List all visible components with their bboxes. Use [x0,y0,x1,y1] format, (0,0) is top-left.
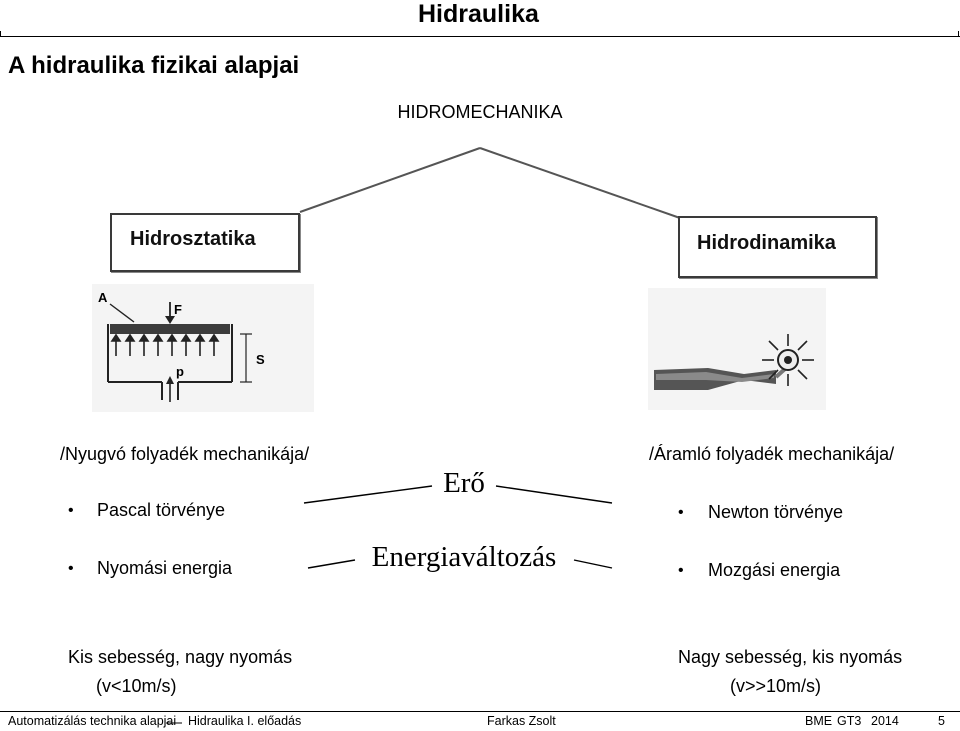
figure-label-a: A [98,290,108,305]
footer-divider [0,711,960,712]
left-item-nyomasi: Nyomási energia [97,558,233,578]
figure-label-s: S [256,352,265,367]
branch-right-line [479,147,681,219]
right-subtitle: /Áramló folyadék mechanikája/ [649,444,895,464]
hydrodynamics-figure [648,288,826,410]
diagram-root-label: HIDROMECHANIKA [397,102,563,122]
center-energiavaltozas: Energiaváltozás [371,541,557,573]
ero-left-line [303,485,433,504]
right-item-newton: Newton törvénye [708,502,844,522]
footer-separator [166,722,182,724]
header-tick-left [0,31,1,37]
figure-label-f: F [174,302,182,317]
left-note-line2: (v<10m/s) [96,676,177,696]
footer-author: Farkas Zsolt [487,714,556,728]
hidrosztatika-label: Hidrosztatika [130,228,256,250]
left-bullet-1: • [68,502,74,519]
right-item-mozgasi: Mozgási energia [708,560,841,580]
hidrosztatika-box: Hidrosztatika [110,213,300,272]
left-item-pascal: Pascal törvénye [97,500,226,520]
footer-institution: BME [805,714,833,728]
slide-header-title: Hidraulika [418,0,539,28]
hidrodinamika-label: Hidrodinamika [697,232,836,254]
figure-label-p: p [176,364,184,379]
footer-course: Automatizálás technika alapjai [8,714,177,728]
piston-cylinder-illustration: A F S p [98,290,265,402]
header-divider [0,36,960,37]
fluid-jet-illustration [654,334,814,390]
footer-year: 2014 [871,714,899,728]
energia-right-line [573,559,613,569]
footer-lecture: Hidraulika I. előadás [188,714,302,728]
section-title: A hidraulika fizikai alapjai [8,52,300,79]
left-subtitle: /Nyugvó folyadék mechanikája/ [60,444,310,464]
hidrodinamika-box: Hidrodinamika [678,216,877,278]
right-note-line2: (v>>10m/s) [730,676,822,696]
right-bullet-2: • [678,562,684,579]
left-note-line1: Kis sebesség, nagy nyomás [68,647,293,667]
right-note-line1: Nagy sebesség, kis nyomás [678,647,903,667]
footer-group: GT3 [837,714,862,728]
center-ero: Erő [443,467,485,499]
energia-left-line [307,559,356,569]
branch-left-line [299,147,481,213]
footer-page-number: 5 [938,714,945,728]
hydrostatics-figure: A F S p [92,284,314,412]
ero-right-line [495,485,613,504]
header-tick-right [958,31,959,37]
right-bullet-1: • [678,504,684,521]
left-bullet-2: • [68,560,74,577]
